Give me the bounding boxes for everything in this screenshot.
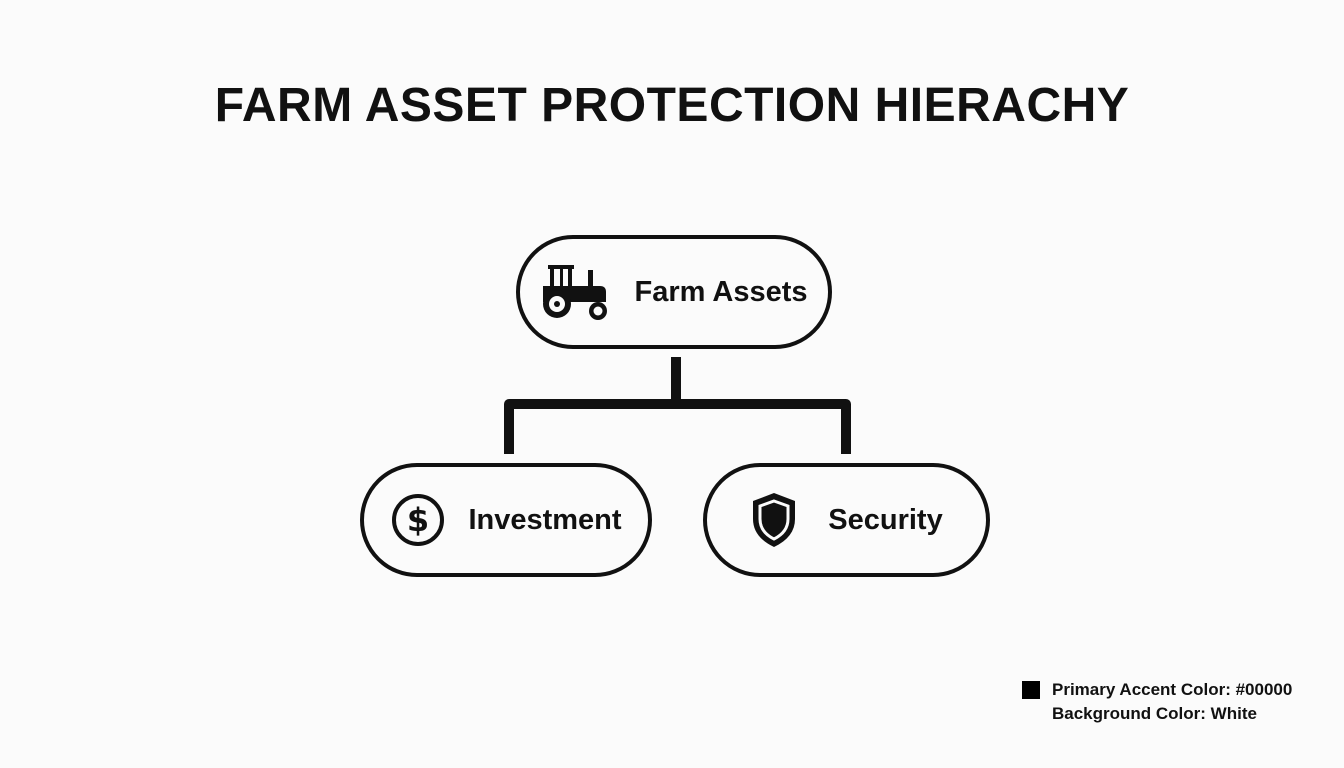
color-legend: Primary Accent Color: #00000 Background … [1022,678,1322,726]
node-security: Security [703,463,990,577]
legend-swatch-accent [1022,681,1040,699]
node-label-investment: Investment [468,503,622,536]
tractor-icon [540,262,610,322]
node-investment: $ Investment [360,463,652,577]
legend-row-accent: Primary Accent Color: #00000 [1022,678,1322,702]
node-label-farm-assets: Farm Assets [634,275,808,308]
legend-background-label: Background Color: White [1052,704,1257,723]
svg-text:$: $ [407,501,429,539]
connector-branch [504,399,851,454]
node-label-security: Security [828,503,943,536]
node-farm-assets: Farm Assets [516,235,832,349]
diagram-title: FARM ASSET PROTECTION HIERACHY [214,79,1130,132]
dollar-circle-icon: $ [390,492,446,548]
shield-icon [750,491,798,549]
legend-accent-label: Primary Accent Color: #00000 [1052,680,1293,699]
legend-row-background: Background Color: White [1022,702,1322,726]
